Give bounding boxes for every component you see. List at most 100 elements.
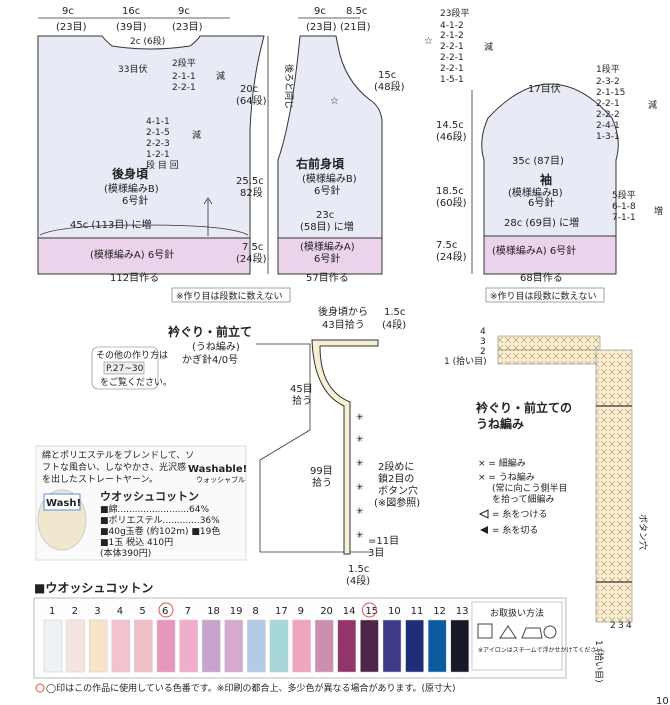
prod-s3: ■40g玉巻 (約102m) ■19色 [100, 525, 220, 537]
sl-h1r: (46段) [436, 130, 467, 143]
back-arm-0: 4-1-1 [146, 117, 170, 127]
sl-inc: 増 [654, 205, 663, 217]
sl-top-2: 2-1-2 [440, 31, 464, 41]
color-swatch [292, 619, 311, 673]
front-rib: (模様編みA) [300, 240, 355, 253]
swatch-selected-ring [361, 602, 377, 618]
back-fuse: 33目伏 [118, 63, 147, 75]
svg-text:✳: ✳ [356, 413, 364, 423]
sl-r-dec: 減 [648, 99, 657, 111]
collar-e3: 3目 [368, 548, 384, 559]
front-w23: 23c [316, 210, 334, 221]
color-swatch [134, 619, 153, 673]
no-bleach-icon [499, 625, 517, 639]
back-cast: 112目作る [110, 272, 159, 284]
front-r1: (23目) [306, 22, 337, 33]
back-neck-dec-1: 2-1-1 [172, 72, 196, 82]
leg-title1: 衿ぐり・前立ての [476, 400, 572, 415]
sl-h3: 7.5c [436, 240, 457, 251]
note1-box [171, 287, 291, 303]
sl-inc-2: 7-1-1 [612, 213, 636, 223]
prod-desc1: 綿とポリエステルをブレンドして、ソ [42, 449, 194, 461]
prod-badge2: ウォッシャブル [196, 475, 245, 484]
back-dec-2: 減 [192, 129, 201, 141]
sl-sub1: (模様編みB) [508, 186, 563, 199]
leg-row-1: 1 (拾い目) [444, 355, 487, 367]
swatch-number: 8 [252, 606, 258, 617]
color-swatch [405, 619, 424, 673]
rib-chart-side [595, 349, 633, 623]
back-w2: 16c [122, 6, 140, 17]
swatch-number: 13 [456, 606, 469, 617]
prod-badge: Washable! [188, 464, 247, 475]
front-sub2: 6号針 [314, 184, 340, 197]
back-r3: (23目) [172, 22, 203, 33]
color-swatch [382, 619, 402, 673]
leg-k4: を拾って細編み [492, 493, 555, 505]
back-r1: (23目) [56, 22, 87, 33]
color-swatch [314, 619, 334, 673]
page-number: 10 [656, 696, 669, 705]
swatch-caption: ◯印はこの作品に使用している色番です。※印刷の都合上、多少色が異なる場合がありま… [46, 682, 456, 694]
svg-text:✳: ✳ [356, 507, 364, 517]
collar-b15: 1.5c [348, 564, 369, 575]
color-swatch [43, 619, 63, 673]
leg-k3: (常に向こう側半目 [492, 482, 568, 494]
cut-yarn-icon [480, 526, 488, 534]
sl-17: 17目伏 [528, 82, 561, 95]
leg-row-b1: 1 (拾い目) [593, 640, 605, 683]
front-w1: 9c [314, 6, 326, 17]
color-swatch [156, 619, 176, 673]
color-swatch [427, 619, 447, 673]
prod-s1: ■綿.........................64% [100, 503, 209, 515]
sl-r-5: 2-4-1 [596, 121, 620, 131]
swatch-number: 1 [49, 606, 55, 617]
back-h3r: (24段) [236, 252, 267, 265]
back-h1r: (64段) [236, 94, 267, 107]
collar-p99b: 拾う [312, 476, 332, 489]
sl-star: ☆ [424, 36, 433, 47]
color-swatch [66, 619, 85, 673]
sl-h3r: (24段) [436, 250, 467, 263]
back-arm-1: 2-1-5 [146, 128, 170, 138]
leg-btnhole: ボタン穴 [637, 514, 649, 550]
front-title: 右前身頃 [295, 156, 345, 171]
collar-btn1: 2段めに [378, 460, 414, 473]
wash-icon [477, 623, 493, 639]
collar-btn4: (※図参照) [374, 496, 420, 509]
prod-s2: ■ポリエステル.............36% [100, 515, 220, 526]
front-w2: 8.5c [346, 6, 367, 17]
collar-outline [256, 339, 379, 555]
other-label: その他の作り方は [96, 349, 168, 361]
leg-title2: うね編み [476, 416, 524, 431]
collar-t15r: (4段) [382, 318, 406, 331]
front-h1: 15c [378, 70, 396, 81]
swatch-number: 19 [230, 606, 243, 617]
back-arrowhead [203, 197, 213, 205]
rib-chart-top2 [497, 349, 601, 365]
other-pages-box [103, 361, 145, 375]
back-w3: 9c [178, 6, 190, 17]
sl-top-4: 2-2-1 [440, 53, 464, 63]
leg-row-b4: 4 [626, 621, 632, 631]
back-h3: 7.5c [242, 242, 263, 253]
swatch-number: 18 [207, 606, 220, 617]
leg-k2: × = うね編み [478, 471, 535, 483]
sl-inc-1: 6-1-8 [612, 202, 636, 212]
collar-btn2: 鎖2目の [378, 472, 414, 485]
prod-logo: Wash! [46, 498, 81, 509]
color-swatch [111, 619, 131, 673]
swatch-selected-ring [158, 602, 174, 618]
sl-h2r: (60段) [436, 196, 467, 209]
front-w23r: (58目) に増 [300, 220, 354, 233]
right-front-panel [277, 35, 383, 275]
sl-rib: (模様編みA) 6号針 [492, 244, 576, 257]
sl-r-1: 2-3-2 [596, 77, 620, 87]
sl-top-6: 1-5-1 [440, 75, 464, 85]
color-swatch [201, 619, 221, 673]
note1: ※作り目は段数に数えない [176, 290, 283, 302]
leg-row-4: 4 [480, 327, 486, 337]
sl-top-0: 23段平 [440, 7, 469, 19]
prod-s4: ■1玉 税込 410円 [100, 536, 173, 548]
collar-sub2: かぎ針4/0号 [182, 353, 238, 366]
